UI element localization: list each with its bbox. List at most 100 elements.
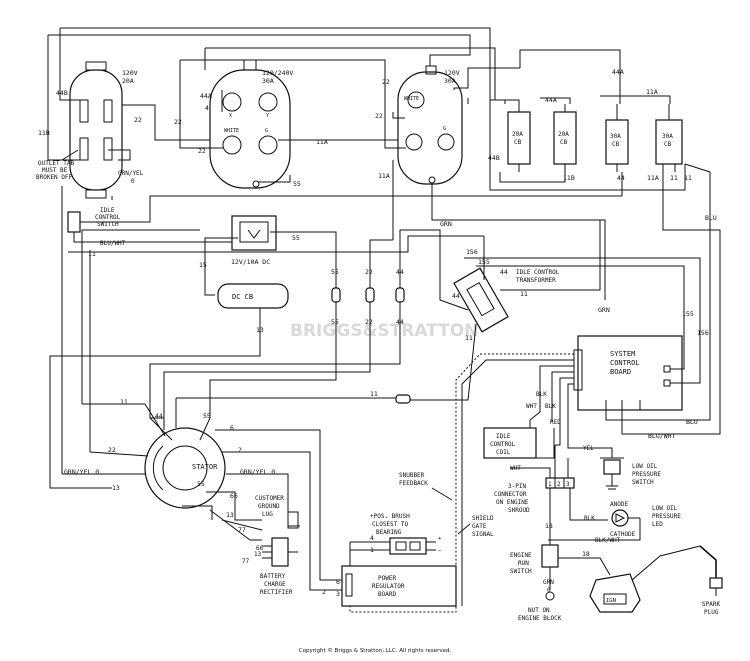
customer-lug-label-1: CUSTOMER	[255, 495, 284, 502]
outlet2-rating-1: 120/240V	[262, 69, 293, 77]
wire-11b-label: 11B	[38, 129, 50, 137]
low-oil-switch-label-1: LOW OIL	[632, 463, 658, 470]
customer-lug-label-3: LUG	[262, 511, 273, 518]
grn-label-a: GRN	[440, 220, 452, 228]
three-pin-connector	[545, 477, 575, 489]
wire-44a-label-a: 44A	[200, 92, 212, 100]
blu-wht-label-b: BLU/WHT	[648, 432, 675, 440]
shield-label-1: SHIELD	[472, 515, 494, 522]
inline-connector-11	[395, 394, 411, 404]
pin-2-label: 2	[557, 481, 561, 488]
red-label: RED	[550, 419, 561, 426]
wire-x-label: 4	[205, 104, 209, 112]
outlet3-white: WHITE	[404, 96, 419, 102]
stator-label: STATOR	[192, 463, 218, 471]
wire-44-label-e: 44	[452, 292, 460, 300]
power-board-label-3: BOARD	[378, 591, 396, 598]
cb20-2-label-1: 20A	[558, 131, 569, 138]
connector-label-4: SHROUD	[508, 507, 530, 514]
nut-label-1: NUT ON	[528, 607, 550, 614]
spark-plug-label-1: SPARK	[702, 601, 720, 608]
connector-label-2: CONNECTOR	[494, 491, 527, 498]
low-oil-led-label-3: LED	[652, 521, 663, 528]
idle-transformer-label-1: IDLE CONTROL	[516, 269, 560, 276]
low-oil-led-label-2: PRESSURE	[652, 513, 681, 520]
wire-66-label-b: 66	[256, 545, 264, 552]
low-oil-switch-label-2: PRESSURE	[632, 471, 661, 478]
outlet2-rating-2: 30A	[262, 77, 274, 85]
yel-label: YEL	[583, 445, 594, 452]
blk-label-a: BLK	[536, 391, 547, 398]
outlet2-y: Y	[266, 113, 269, 119]
idle-transformer-label-2: TRANSFORMER	[516, 277, 556, 284]
shield-label-3: SIGNAL	[472, 531, 494, 538]
wire-77-label-b: 77	[242, 558, 250, 565]
grnyel-0-label-top: 0	[131, 178, 135, 185]
stator	[144, 427, 226, 509]
wire-11-label-c: 11	[88, 250, 96, 258]
idle-control-switch	[67, 195, 622, 243]
wire-11-label-f: 11	[120, 398, 128, 406]
ignition-coil	[589, 545, 701, 613]
brush-assembly	[389, 537, 436, 555]
wire-22-label-e: 22	[375, 112, 383, 120]
grnyel-label-right: GRN/YEL 0	[240, 468, 275, 476]
brush-minus-label: −	[438, 548, 442, 554]
wire-blu-label-a: BLU	[705, 214, 717, 222]
rectifier-label-3: RECTIFIER	[260, 589, 293, 596]
wire-55-label-e: 55	[203, 412, 211, 420]
spark-plug-label-2: PLUG	[704, 609, 719, 616]
wire-44b-label: 44B	[56, 89, 68, 97]
nut-label-2: ENGINE BLOCK	[518, 615, 562, 622]
idle-switch-label-2: CONTROL	[95, 214, 121, 221]
blk-label-c: BLK	[584, 515, 595, 522]
circuit-breaker-20a-2	[553, 104, 577, 172]
engine-run-label-1: ENGINE	[510, 552, 532, 559]
wire-6-label-a: 6	[230, 424, 234, 432]
wire-15-label: 15	[199, 261, 207, 269]
circuit-breaker-30a-2	[655, 104, 683, 172]
wire-11-label-e: 11	[465, 334, 473, 342]
pin-3-label: 3	[566, 481, 570, 488]
grnyel-label-left: GRN/YEL 0	[64, 468, 99, 476]
wht-label-a: WHT	[526, 403, 537, 410]
wire-3-label: 3	[336, 590, 340, 598]
wire-22-label-g: 22	[365, 318, 373, 326]
power-board-label-2: REGULATOR	[372, 583, 405, 590]
wire-22-label-c: 22	[198, 147, 206, 155]
wire-55-label-d: 55	[331, 318, 339, 326]
wire-11a-label-c: 11A	[646, 88, 658, 96]
low-oil-led-label-1: LOW OIL	[652, 505, 678, 512]
outlet3-rating-2: 30A	[444, 77, 456, 85]
low-oil-switch-label-3: SWITCH	[632, 479, 654, 486]
outlet-tab-note-1: OUTLET TAB	[38, 160, 75, 167]
grn-label-b: GRN	[598, 306, 610, 314]
idle-switch-label-1: IDLE	[100, 207, 115, 214]
wire-44a-label-c: 44A	[545, 96, 557, 104]
wire-156-label-a: 156	[466, 248, 478, 256]
wire-55-label-c: 55	[331, 268, 339, 276]
spark-plug	[699, 545, 723, 596]
inline-connector-55	[331, 287, 341, 303]
system-board-label-3: BOARD	[610, 368, 631, 376]
outlet2-x: X	[229, 113, 232, 119]
ign-label: IGN	[606, 598, 616, 604]
outlet2-g: G	[265, 128, 268, 134]
idle-coil-label-1: IDLE	[496, 433, 511, 440]
outlet-tab-note-3: BROKEN OFF	[36, 174, 73, 181]
snubber-label-1: SNUBBER	[399, 472, 425, 479]
rectifier-label-1: BATTERY	[260, 573, 286, 580]
engine-run-switch	[541, 544, 559, 601]
outlet2-white: WHITE	[224, 128, 239, 134]
low-oil-pressure-switch	[600, 457, 624, 490]
system-control-board	[573, 335, 683, 411]
wire-44b-label-b: 44B	[488, 154, 500, 162]
outlet3-rating-1: 120V	[444, 69, 460, 77]
grn-label-c: GRN	[543, 579, 554, 586]
outlet-tab-note-2: MUST BE	[42, 167, 68, 174]
idle-control-coil	[483, 427, 537, 459]
outlet3-g: G	[443, 126, 446, 132]
wire-18-label-b: 18	[582, 550, 590, 558]
system-board-label-2: CONTROL	[610, 359, 640, 367]
battery-charge-rectifier	[262, 537, 298, 567]
